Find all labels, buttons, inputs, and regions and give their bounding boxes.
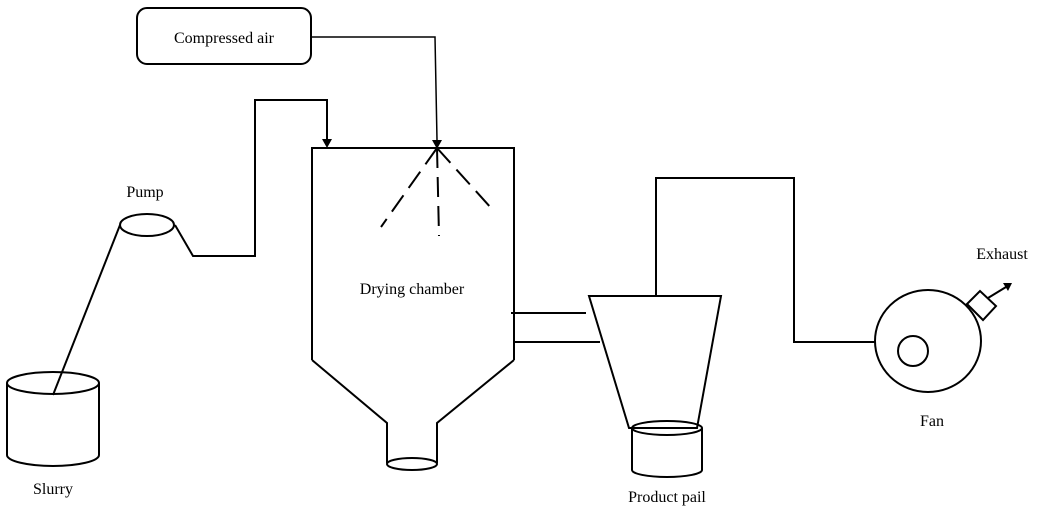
slurry-tank: Slurry	[6, 371, 100, 498]
chamber-walls	[311, 147, 515, 360]
compressed-air-label: Compressed air	[174, 30, 275, 47]
chamber-cone-right	[436, 359, 515, 463]
spray-pattern	[380, 147, 493, 237]
pump-label: Pump	[126, 184, 163, 201]
slurry-tank-body	[6, 383, 100, 467]
chamber-cone-left	[311, 359, 388, 463]
pump-to-chamber-line	[174, 99, 332, 257]
compressed-air-line	[311, 36, 442, 149]
pump-node: Pump	[119, 184, 175, 237]
air-pipe	[311, 36, 438, 141]
slurry-label: Slurry	[33, 481, 73, 498]
air-arrowhead	[432, 140, 442, 149]
cyclone-to-fan-pipe	[655, 177, 876, 343]
spray-line-center	[436, 147, 440, 237]
product-pail-body	[631, 428, 703, 478]
fan-housing	[874, 289, 982, 393]
exhaust-arrowhead	[1003, 283, 1012, 291]
exhaust-duct	[965, 289, 998, 322]
drying-chamber-label: Drying chamber	[360, 281, 465, 298]
cyclone-separator	[587, 295, 723, 429]
exhaust-label: Exhaust	[976, 246, 1028, 263]
compressed-air-box	[136, 7, 312, 65]
fan-hub	[897, 335, 929, 367]
drying-chamber: Drying chamber	[311, 147, 515, 471]
feed-pipe	[174, 99, 328, 257]
spray-line-left	[380, 147, 438, 228]
product-pail: Product pail	[628, 420, 706, 506]
fan-label: Fan	[920, 413, 944, 430]
product-pail-label: Product pail	[628, 489, 706, 506]
slurry-to-pump-pipe	[52, 224, 121, 396]
exhaust-outlet: Exhaust	[965, 246, 1028, 322]
pump-body	[119, 213, 175, 237]
fan-node: Fan	[874, 289, 982, 430]
slurry-tank-top	[6, 371, 100, 395]
spray-line-right	[436, 147, 493, 210]
compressed-air-node: Compressed air	[136, 7, 312, 65]
chamber-outlet	[386, 457, 438, 471]
feed-arrowhead	[322, 139, 332, 148]
chamber-to-cyclone-duct	[511, 312, 600, 343]
exhaust-arrow-line	[987, 286, 1007, 299]
